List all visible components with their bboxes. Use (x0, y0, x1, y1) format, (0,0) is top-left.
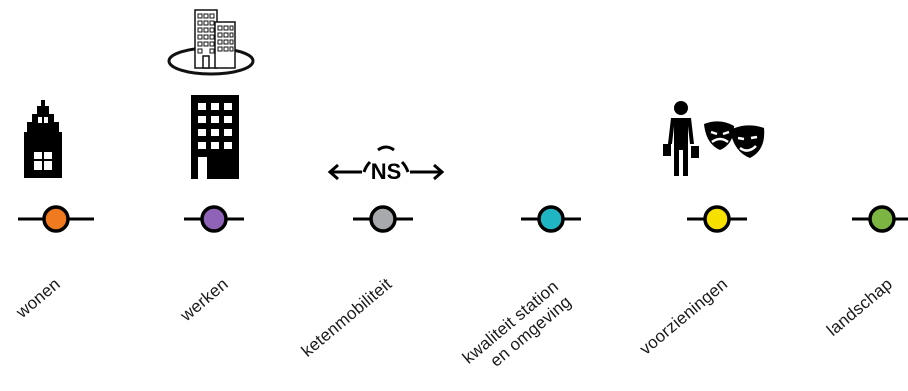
label-landschap: landschap (822, 274, 896, 340)
label-wonen: wonen (12, 274, 64, 322)
label-ketenmobiliteit: ketenmobiliteit (298, 274, 396, 361)
label-kwaliteit-station: kwaliteit station en omgeving (459, 276, 576, 371)
shopper-and-theatre-masks-icon (663, 101, 765, 176)
marker-voorzieningen (677, 199, 757, 239)
label-voorzieningen: voorzieningen (635, 274, 731, 359)
office-park-icon (167, 9, 255, 76)
marker-kwaliteit-station (511, 199, 591, 239)
ns-logo-text: NS (371, 159, 402, 182)
canal-house-icon (24, 100, 62, 178)
office-building-icon (191, 95, 239, 179)
label-werken: werken (176, 274, 232, 325)
marker-landschap (842, 199, 908, 239)
marker-werken (174, 199, 254, 239)
marker-ketenmobiliteit (343, 199, 423, 239)
ns-train-logo-icon: NS (327, 145, 445, 182)
marker-wonen (16, 199, 96, 239)
